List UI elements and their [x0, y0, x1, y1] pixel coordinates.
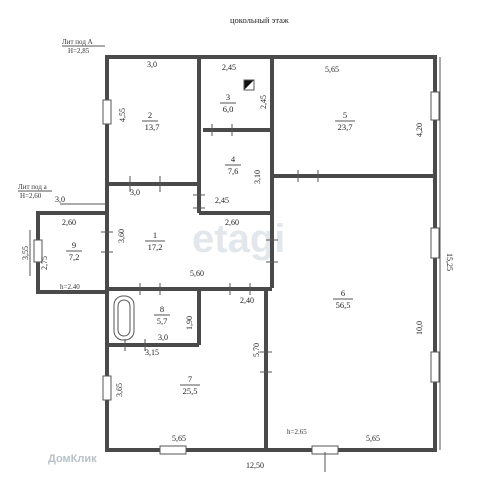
room-4: 4 7,6 — [225, 154, 241, 176]
window — [430, 227, 440, 259]
room-8: 8 5,7 — [154, 304, 170, 326]
dim-label: 3,15 — [145, 348, 159, 357]
dim-label: 15,25 — [445, 253, 454, 271]
windows — [33, 91, 440, 455]
room-number: 8 — [160, 304, 164, 314]
room-area: 5,7 — [157, 316, 168, 326]
dim-label: 3,0 — [147, 60, 157, 69]
room-area: 6,0 — [223, 104, 234, 114]
dim-label: 5,70 — [252, 343, 261, 357]
dim-label: h=2.40 — [60, 283, 80, 291]
dim-label: 2,60 — [225, 218, 239, 227]
dim-label: 2,60 — [62, 218, 76, 227]
dim-label: 2,45 — [215, 196, 229, 205]
dim-label: 3,0 — [55, 195, 65, 204]
room-area: 13,7 — [145, 122, 160, 132]
room-number: 6 — [341, 288, 345, 298]
window — [430, 351, 440, 383]
room-3: 3 6,0 — [220, 92, 236, 114]
dim-label: 12,50 — [246, 461, 264, 470]
room-7: 7 25,5 — [180, 374, 200, 396]
dim-label: 2,40 — [240, 296, 254, 305]
room-area: 56,5 — [336, 300, 351, 310]
room-6: 6 56,5 — [333, 288, 353, 310]
room-number: 2 — [148, 110, 152, 120]
room-area: 17,2 — [148, 242, 163, 252]
window — [102, 375, 112, 401]
dim-label: 5,65 — [172, 434, 186, 443]
window — [102, 99, 112, 125]
watermark-domclick: ДомКлик — [48, 453, 97, 465]
watermark: etagi — [192, 217, 285, 261]
dim-label: 5,65 — [366, 434, 380, 443]
chimney-icon — [244, 80, 254, 90]
dimension-lines — [29, 57, 441, 472]
floor-title: цокольный этаж — [230, 15, 289, 25]
room-area: 23,7 — [338, 122, 353, 132]
window — [33, 239, 43, 263]
room-9: 9 7,2 — [66, 240, 82, 262]
dim-label: 3,55 — [21, 246, 30, 260]
room-number: 9 — [72, 240, 76, 250]
dim-label: 1,90 — [185, 316, 194, 330]
lit-a-label: Лит под А — [62, 38, 93, 46]
room-2: 2 13,7 — [142, 110, 159, 132]
room-area: 25,5 — [183, 386, 198, 396]
dim-label: 3,60 — [117, 229, 126, 243]
dim-label: 2,45 — [259, 95, 268, 109]
dim-label: 3,65 — [115, 383, 124, 397]
lit-a-height: Н=2,85 — [68, 47, 90, 55]
room-1: 1 17,2 — [145, 230, 165, 252]
dim-label: 3,0 — [130, 188, 140, 197]
dimension-labels: 3,0 4,55 2,45 2,45 5,65 4,20 3,10 2,45 3… — [21, 60, 454, 470]
dim-label: 2,45 — [222, 63, 236, 72]
room-number: 4 — [231, 154, 236, 164]
room-number: 1 — [153, 230, 157, 240]
room-area: 7,6 — [228, 166, 239, 176]
window — [159, 445, 187, 455]
lit-a4-label: Лит под а — [18, 183, 48, 191]
lit-a4-height: Н=2,60 — [20, 192, 42, 200]
dim-label: 2,75 — [40, 256, 49, 270]
room-number: 3 — [226, 92, 230, 102]
dim-label: 4,20 — [415, 123, 424, 137]
dim-label: h=2.65 — [287, 428, 307, 436]
fixtures — [101, 79, 319, 373]
room-5: 5 23,7 — [335, 110, 355, 132]
dim-label: 5,60 — [190, 269, 204, 278]
dim-label: 3,10 — [253, 170, 262, 184]
dim-label: 4,55 — [118, 108, 127, 122]
window — [430, 91, 440, 121]
room-number: 7 — [188, 374, 192, 384]
room-area: 7,2 — [69, 252, 80, 262]
dim-label: 10,0 — [415, 321, 424, 335]
dim-label: 3,0 — [158, 333, 168, 342]
dim-label: 5,65 — [325, 65, 339, 74]
room-number: 5 — [343, 110, 347, 120]
bathtub-icon — [113, 295, 135, 341]
